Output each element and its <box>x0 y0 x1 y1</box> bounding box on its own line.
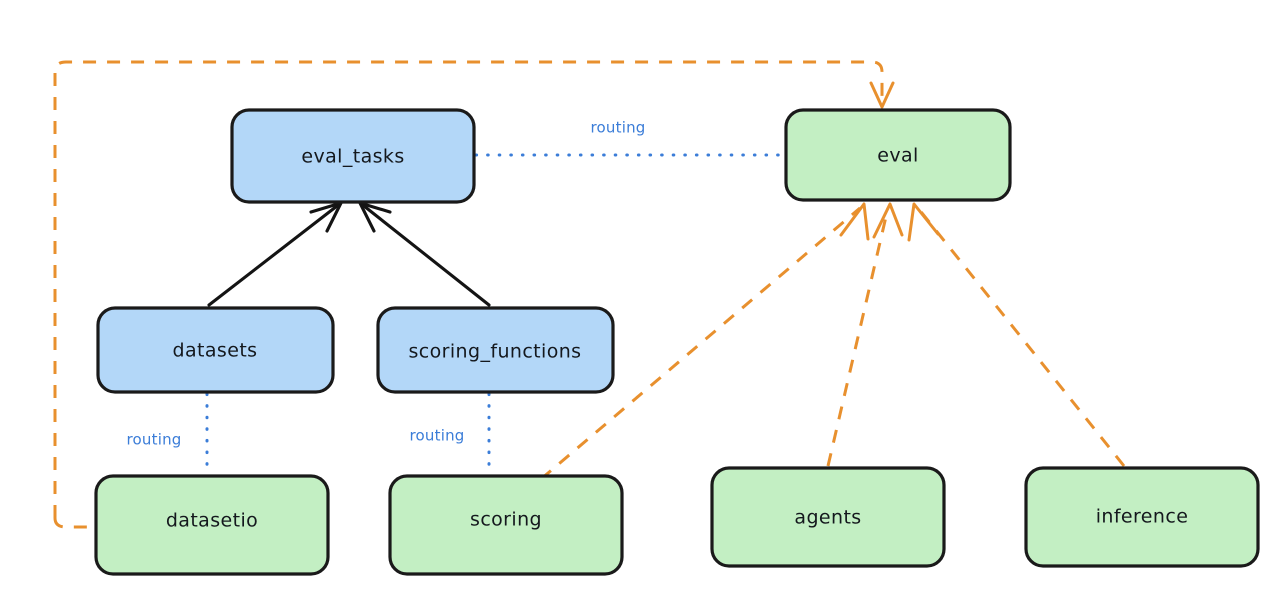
edge-datasetio-to-eval <box>53 60 895 529</box>
node-label-scoring_functions: scoring_functions <box>409 341 582 363</box>
node-datasets[interactable]: datasets <box>96 306 335 394</box>
node-eval[interactable]: eval <box>784 108 1012 202</box>
edge-label-routing-scoring-functions: routing <box>393 420 483 450</box>
edge-scoring-to-eval <box>540 202 870 481</box>
node-label-agents: agents <box>794 507 861 529</box>
edge-datasets-to-eval_tasks <box>207 201 343 307</box>
edge-label-text: routing <box>127 431 182 449</box>
edge-inference-to-eval <box>907 202 1126 467</box>
node-scoring[interactable]: scoring <box>388 474 624 576</box>
node-label-eval_tasks: eval_tasks <box>301 146 404 168</box>
node-inference[interactable]: inference <box>1024 466 1260 568</box>
node-label-datasetio: datasetio <box>166 510 258 532</box>
edge-label-text: routing <box>591 119 646 137</box>
edge-label-text: routing <box>410 427 465 445</box>
node-label-inference: inference <box>1096 506 1189 528</box>
edge-label-routing-eval-tasks: routing <box>572 112 664 142</box>
node-label-eval: eval <box>877 145 918 167</box>
node-agents[interactable]: agents <box>710 466 946 568</box>
node-eval_tasks[interactable]: eval_tasks <box>230 108 476 204</box>
node-label-datasets: datasets <box>173 340 258 362</box>
edge-label-routing-datasets: routing <box>110 424 200 454</box>
node-datasetio[interactable]: datasetio <box>94 474 330 576</box>
node-label-scoring: scoring <box>470 509 542 531</box>
edge-agents-to-eval <box>826 202 904 467</box>
node-scoring_functions[interactable]: scoring_functions <box>376 306 615 394</box>
edge-scoring_functions-to-eval_tasks <box>358 201 491 307</box>
